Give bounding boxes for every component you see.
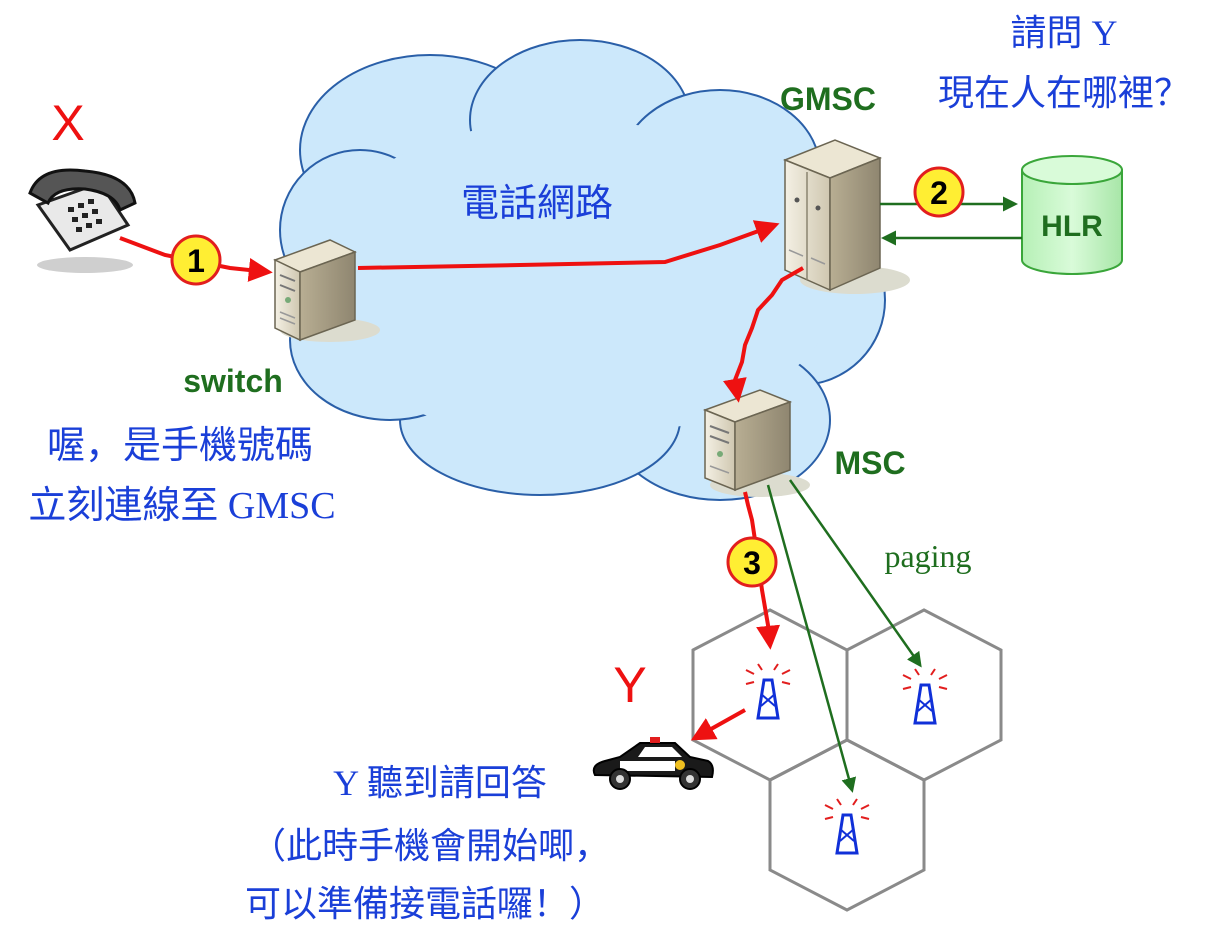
network-label: 電話網路 — [461, 183, 613, 225]
note-line: 現在人在哪裡？ — [938, 73, 1190, 113]
gmsc-label: GMSC — [780, 81, 876, 117]
switch-to-gmsc-line — [357, 220, 780, 270]
step-badge-3: 3 — [726, 536, 778, 588]
note-line: 立刻連線至 GMSC — [28, 485, 335, 527]
callee-label: Y — [613, 657, 646, 713]
step-badge-1: 1 — [170, 234, 222, 286]
server-icon — [273, 239, 380, 342]
step-number: 3 — [743, 545, 761, 581]
server-icon — [702, 389, 810, 497]
step-number: 2 — [930, 175, 948, 211]
server-icon — [782, 139, 910, 294]
paging-line — [766, 484, 857, 793]
cell-hexagon — [845, 608, 1003, 782]
cell-tower-icon — [824, 798, 870, 855]
switch-action-note: 喔，是手機號碼 立刻連線至 GMSC — [28, 425, 335, 527]
caller-label: X — [51, 95, 84, 151]
call-path — [119, 220, 804, 741]
gmsc-query-note: 請問 Y 現在人在哪裡？ — [938, 13, 1190, 113]
signaling-lines — [766, 196, 1022, 793]
cell-grid — [691, 608, 1003, 912]
gmsc-to-msc-line — [723, 266, 804, 403]
paging-line — [788, 479, 922, 668]
step-number: 1 — [187, 243, 205, 279]
telephone-icon — [28, 168, 137, 273]
police-car-icon — [592, 737, 714, 790]
note-line: 喔，是手機號碼 — [47, 425, 313, 467]
msc-label: MSC — [834, 445, 905, 481]
cell-tower-icon — [745, 663, 791, 720]
callee-response-note: Y 聽到請回答 （此時手機會開始唧， 可以準備接電話囉！） — [245, 763, 610, 924]
paging-label: paging — [884, 538, 971, 574]
note-line: 請問 Y — [1011, 13, 1118, 53]
cell-tower-icon — [902, 668, 948, 725]
note-line: 可以準備接電話囉！） — [245, 884, 605, 924]
cell-hexagon — [768, 738, 926, 912]
hlr-label: HLR — [1041, 210, 1103, 243]
note-line: （此時手機會開始唧， — [250, 826, 610, 866]
tower-to-phone-line — [690, 708, 746, 741]
note-line: Y 聽到請回答 — [333, 763, 547, 803]
switch-label: switch — [183, 363, 283, 399]
database-icon — [1021, 155, 1123, 275]
step-badge-2: 2 — [913, 166, 965, 218]
